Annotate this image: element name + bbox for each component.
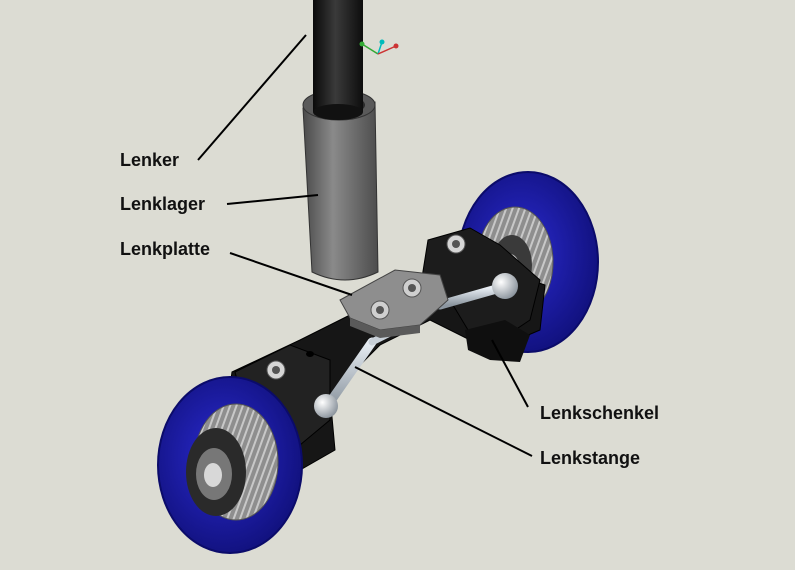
label-lenkstange: Lenkstange [540,448,641,468]
left-wheel [157,376,303,554]
label-lenkplatte: Lenkplatte [120,239,211,259]
leader-line-lenkplatte [229,252,353,296]
leader-line-lenklager [226,194,319,205]
leader-line-lenker [197,34,307,161]
label-lenkschenkel: Lenkschenkel [540,403,660,423]
leader-line-lenkschenkel [491,339,529,408]
coordinate-axes-icon [359,39,399,55]
handlebar-shaft [313,0,363,120]
frame-bolts [266,234,466,380]
label-lenker: Lenker [120,150,180,170]
axle-frame [227,227,546,471]
leader-line-lenkstange [354,366,533,457]
steering-plate [339,269,449,338]
label-lenklager: Lenklager [120,194,206,214]
